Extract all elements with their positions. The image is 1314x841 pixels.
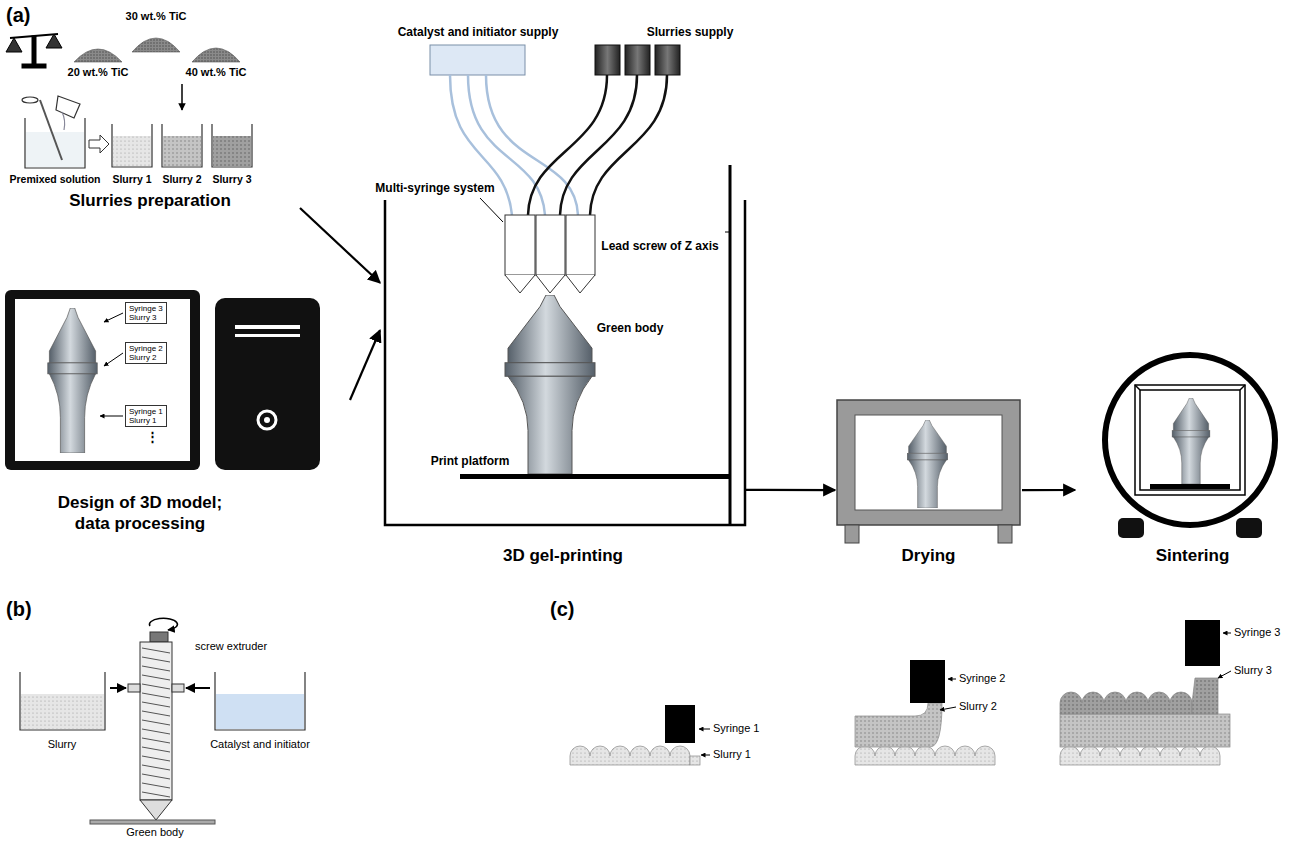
drying-oven	[837, 400, 1020, 543]
box-text: Syringe 2	[129, 344, 163, 353]
balance	[6, 34, 62, 68]
hollow-arrow	[89, 135, 109, 153]
label: Catalyst and initiator	[210, 738, 310, 750]
label: (a)	[6, 4, 30, 26]
computer	[5, 290, 320, 470]
label: (c)	[550, 598, 574, 620]
syringe-assignment-box: Syringe 1Slurry 1	[125, 405, 167, 427]
process-stage: Design of 3D model; data processingSyrin…	[0, 280, 350, 530]
label: Slurries supply	[647, 26, 734, 39]
syringe-assignment-box: Syringe 2Slurry 2	[125, 342, 167, 364]
box-text: Slurry 1	[129, 416, 163, 425]
label: (b)	[6, 598, 32, 620]
multi-syringe	[505, 215, 595, 293]
supplies	[430, 45, 680, 75]
stage-title: Sintering	[1075, 545, 1310, 566]
flow-arrow	[182, 84, 183, 110]
label: Multi-syringe system	[375, 182, 494, 195]
stage-title: Drying	[835, 545, 1022, 566]
label: ⋮	[146, 430, 159, 444]
flow-arrow	[350, 330, 380, 400]
box-text: Slurry 2	[129, 353, 163, 362]
powder-piles	[74, 38, 240, 62]
label: Syringe 2	[959, 672, 1005, 684]
label: Slurry 2	[162, 174, 201, 186]
label: Slurry 2	[959, 700, 997, 712]
label: Green body	[126, 826, 183, 838]
label: Premixed solution	[9, 174, 100, 186]
label: Syringe 1	[713, 722, 759, 734]
stage-title: Design of 3D model; data processing	[40, 492, 240, 535]
label: Slurry 3	[212, 174, 251, 186]
label: Lead screw of Z axis	[601, 240, 718, 253]
sintering-furnace	[1105, 355, 1275, 538]
label: 20 wt.% TiC	[68, 66, 129, 78]
syringe-assignment-box: Syringe 3Slurry 3	[125, 302, 167, 324]
label: Slurry 1	[713, 748, 751, 760]
stage-title: Slurries preparation	[40, 190, 260, 211]
box-text: Syringe 3	[129, 304, 163, 313]
premixed-beaker	[22, 96, 85, 168]
label: Slurry	[48, 738, 77, 750]
slurry-beakers	[112, 124, 252, 167]
stage-title: 3D gel-printing	[463, 545, 663, 566]
flow-arrow	[1022, 489, 1075, 491]
flow-arrow	[300, 208, 380, 283]
process-stage: Drying	[835, 395, 1022, 570]
label: Slurry 3	[1234, 664, 1272, 676]
label: Print platform	[431, 455, 510, 468]
label: Slurry 1	[112, 174, 151, 186]
label: screw extruder	[195, 640, 267, 652]
b-beakers	[20, 672, 305, 730]
label: Green body	[597, 322, 664, 335]
process-stage: 3D gel-printing	[380, 25, 745, 570]
label: Syringe 3	[1234, 626, 1280, 638]
tank	[385, 165, 745, 525]
flow-arrow	[745, 489, 835, 491]
c-syringes	[665, 620, 1231, 755]
printed-layers	[570, 678, 1230, 765]
process-stage: Sintering	[1075, 355, 1310, 570]
label: 40 wt.% TiC	[186, 66, 247, 78]
label: Catalyst and initiator supply	[398, 26, 559, 39]
box-text: Slurry 3	[129, 313, 163, 322]
box-text: Syringe 1	[129, 407, 163, 416]
label: 30 wt.% TiC	[126, 10, 187, 22]
